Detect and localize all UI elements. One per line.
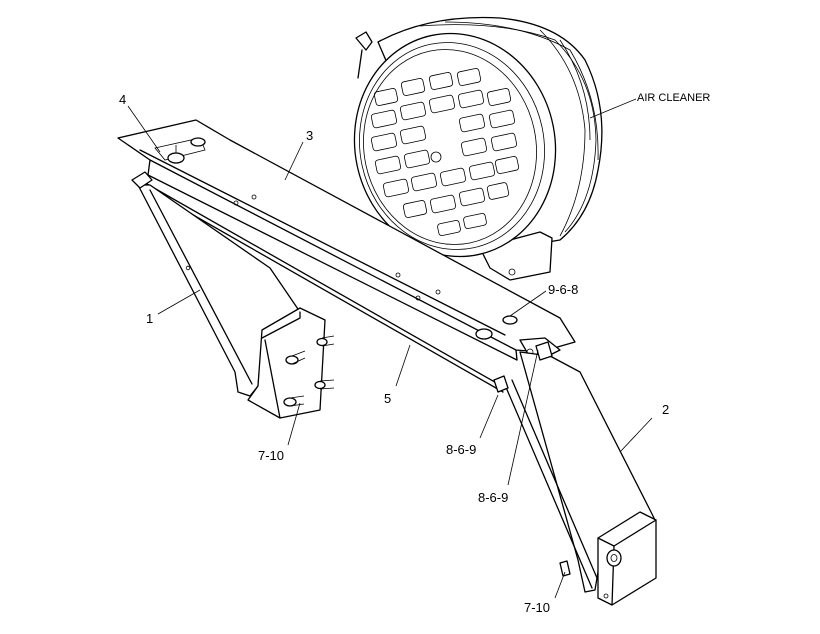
callout-2: 2 bbox=[662, 402, 669, 417]
right-support-arm bbox=[493, 341, 657, 606]
left-support-arm bbox=[131, 171, 335, 419]
callout-7-10-left: 7-10 bbox=[258, 448, 284, 463]
callout-4: 4 bbox=[119, 92, 126, 107]
callout-3: 3 bbox=[306, 128, 313, 143]
bolt-right-pair bbox=[475, 315, 518, 340]
callout-7-10-right: 7-10 bbox=[524, 600, 550, 615]
air-cleaner-leader bbox=[589, 98, 637, 119]
air-cleaner bbox=[353, 16, 603, 281]
bolt-left-pair bbox=[167, 137, 206, 164]
callout-8-6-9-upper: 8-6-9 bbox=[446, 442, 476, 457]
callout-1: 1 bbox=[146, 311, 153, 326]
label-air-cleaner: AIR CLEANER bbox=[637, 92, 710, 104]
callout-9-6-8: 9-6-8 bbox=[548, 282, 578, 297]
studs-left bbox=[283, 335, 335, 407]
callout-8-6-9-lower: 8-6-9 bbox=[478, 490, 508, 505]
callout-5: 5 bbox=[384, 391, 391, 406]
cross-bracket bbox=[117, 119, 576, 361]
leader-lines bbox=[127, 105, 653, 599]
